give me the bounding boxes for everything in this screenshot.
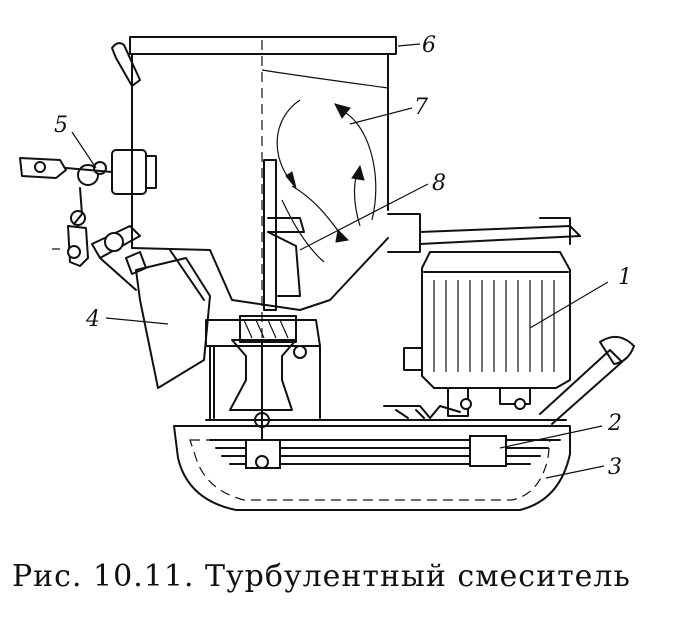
- callout-leaders: [71, 43, 609, 479]
- flow-arrow: [276, 99, 301, 183]
- mixer-tank: [111, 36, 581, 430]
- electric-motor: [403, 251, 571, 417]
- discharge-gate: [91, 225, 211, 389]
- callout-7: 7: [414, 95, 428, 120]
- lid: [129, 36, 397, 55]
- callout-4: 4: [85, 307, 100, 332]
- clamp-assembly: [19, 149, 157, 267]
- callout-3: 3: [608, 455, 622, 480]
- water-bath: [173, 425, 571, 511]
- callout-5: 5: [54, 113, 68, 138]
- base-frame: [205, 335, 635, 425]
- callout-1: 1: [618, 265, 632, 290]
- lid-handle: [111, 42, 141, 87]
- figure-caption: Рис. 10.11. Турбулентный смеситель: [12, 559, 631, 594]
- callout-2: 2: [607, 411, 622, 436]
- callout-6: 6: [422, 33, 436, 58]
- callout-8: 8: [432, 171, 446, 196]
- drive-column: [205, 315, 321, 441]
- fluid-surface: [261, 69, 389, 89]
